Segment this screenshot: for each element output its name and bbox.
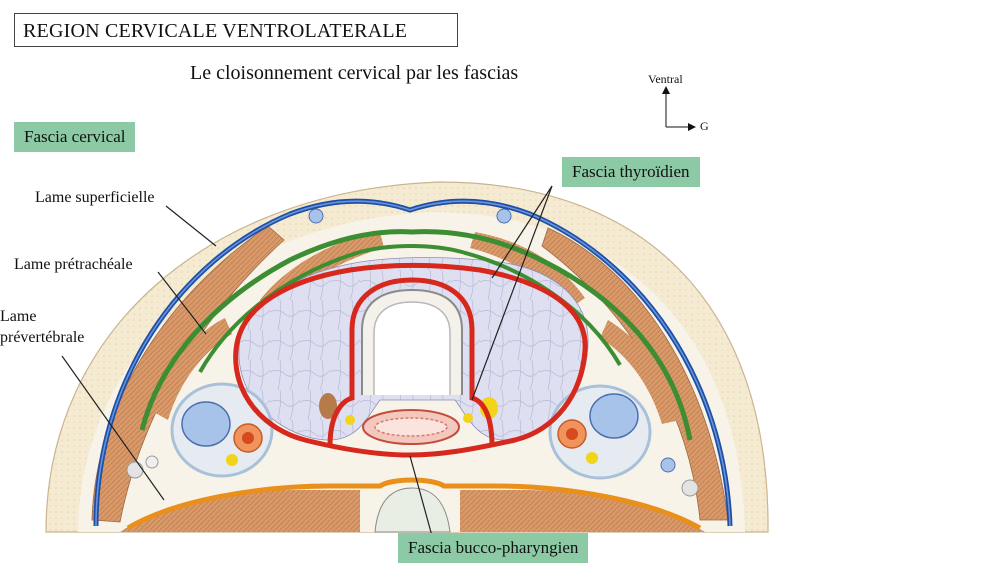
leader-lines — [61, 185, 553, 537]
label-lame-pretracheale: Lame prétrachéale — [14, 256, 133, 273]
left-side-label: G — [700, 119, 709, 133]
buccopharyngeal-fascia-line — [327, 277, 495, 447]
tag-fascia-bucco-pharyngien: Fascia bucco-pharyngien — [398, 533, 589, 563]
label-lame-prevertebrale-line2: prévertébrale — [0, 329, 85, 346]
prevertebral-fascia-line — [126, 477, 702, 531]
right-scm-muscle — [541, 227, 729, 521]
vertebral-body — [374, 487, 451, 533]
orientation-arrows — [662, 86, 696, 131]
tag-fascia-thyroidien: Fascia thyroïdien — [562, 157, 700, 187]
page-title: REGION CERVICALE VENTROLATERALE — [14, 13, 458, 47]
page-subtitle: Le cloisonnement cervical par les fascia… — [190, 62, 519, 84]
right-carotid-sheath — [548, 384, 652, 480]
tag-fascia-cervical: Fascia cervical — [14, 122, 136, 152]
label-lame-superficielle: Lame superficielle — [35, 189, 155, 206]
thyroid-fascia-line — [233, 263, 588, 458]
left-carotid-sheath — [170, 382, 274, 478]
ventral-label: Ventral — [648, 72, 683, 86]
pretracheal-fascia-line — [139, 229, 693, 441]
label-lame-prevertebrale-line1: Lame — [0, 308, 37, 325]
